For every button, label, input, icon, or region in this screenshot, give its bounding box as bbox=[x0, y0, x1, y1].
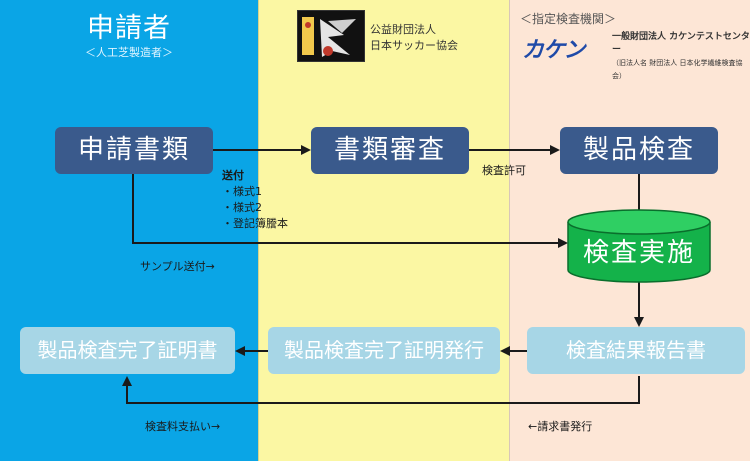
jfa-column bbox=[258, 0, 510, 461]
sample-send-label: サンプル送付→ bbox=[140, 260, 215, 273]
certificate-box: 製品検査完了証明書 bbox=[20, 327, 235, 374]
jfa-org-line1: 公益財団法人 bbox=[370, 23, 436, 36]
kaken-org-line1: 一般財団法人 カケンテストセンター bbox=[612, 32, 750, 55]
applicant-title: 申請者 bbox=[87, 13, 171, 44]
inspection-report-box: 検査結果報告書 bbox=[527, 327, 745, 374]
applicant-subtitle: ＜人工芝製造者＞ bbox=[85, 46, 173, 59]
kaken-org-line2: （旧法人名 財団法人 日本化学繊維検査協会） bbox=[612, 59, 743, 80]
apply-documents-box: 申請書類 bbox=[55, 127, 213, 174]
certificate-issue-box: 製品検査完了証明発行 bbox=[268, 327, 500, 374]
send-list-item: ・登記簿謄本 bbox=[222, 217, 288, 230]
arrow-sample-send bbox=[132, 174, 568, 248]
document-review-box: 書類審査 bbox=[311, 127, 469, 174]
fee-payment-label: 検査料支払い→ bbox=[145, 420, 221, 433]
arrow-payment-loop bbox=[122, 376, 640, 404]
inspection-cylinder bbox=[567, 209, 711, 283]
jfa-organization: 公益財団法人 日本サッカー協会 bbox=[370, 22, 458, 54]
product-inspection-box: 製品検査 bbox=[560, 127, 718, 174]
inspection-run-label: 検査実施 bbox=[582, 238, 695, 268]
send-list-header: 送付 bbox=[222, 169, 244, 182]
jfa-logo bbox=[297, 10, 365, 62]
send-list: 送付 ・様式1 ・様式2 ・登記簿謄本 bbox=[222, 168, 288, 232]
send-list-item: ・様式2 bbox=[222, 201, 262, 214]
designated-label: ＜指定検査機関＞ bbox=[520, 12, 617, 26]
send-list-item: ・様式1 bbox=[222, 185, 262, 198]
jfa-org-line2: 日本サッカー協会 bbox=[370, 39, 458, 52]
invoice-issue-label: ←請求書発行 bbox=[528, 420, 593, 433]
kaken-logo: カケン bbox=[522, 38, 585, 63]
kaken-organization: 一般財団法人 カケンテストセンター （旧法人名 財団法人 日本化学繊維検査協会） bbox=[612, 31, 750, 83]
inspection-permit-label: 検査許可 bbox=[482, 164, 526, 177]
